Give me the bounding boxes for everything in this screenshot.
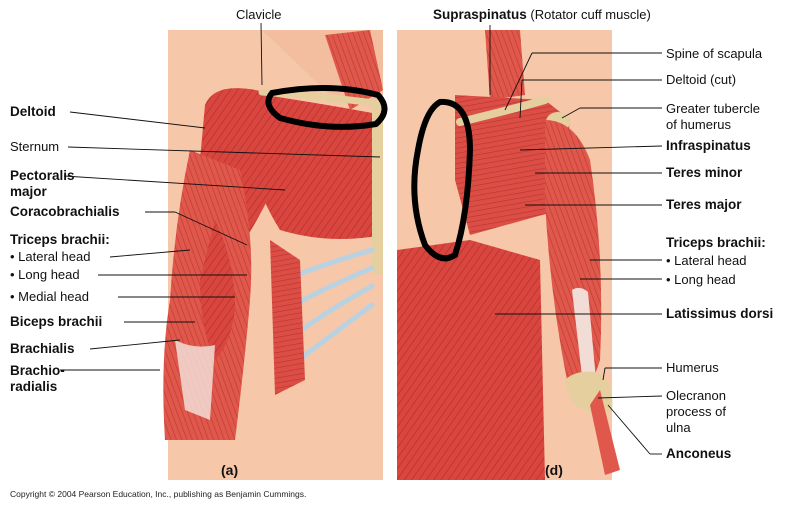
biceps-muscle bbox=[200, 220, 235, 360]
label-deltoid: Deltoid bbox=[10, 104, 56, 119]
label-greater-tubercle-line2: of humerus bbox=[666, 117, 732, 132]
serratus-muscle bbox=[270, 240, 305, 395]
label-supraspinatus-name: Supraspinatus bbox=[433, 7, 527, 22]
highlight-oval-scapula bbox=[411, 98, 474, 262]
label-olecranon-line3: ulna bbox=[666, 420, 691, 435]
panel-tag-d: (d) bbox=[545, 462, 563, 478]
leader-lines-d bbox=[489, 25, 663, 455]
panel-tag-a: (a) bbox=[221, 462, 239, 478]
label-teres-major: Teres major bbox=[666, 197, 742, 212]
label-clavicle: Clavicle bbox=[236, 7, 282, 22]
label-biceps-brachii: Biceps brachii bbox=[10, 314, 103, 329]
label-brachioradialis-line1: Brachio- bbox=[10, 363, 65, 378]
pectoralis-major-muscle bbox=[250, 95, 383, 239]
label-lateral-head-a: • Lateral head bbox=[10, 249, 91, 264]
latissimus-dorsi-muscle bbox=[397, 240, 545, 480]
spine-of-scapula bbox=[456, 96, 549, 126]
label-humerus: Humerus bbox=[666, 360, 719, 375]
label-latissimus-dorsi: Latissimus dorsi bbox=[666, 306, 774, 321]
label-long-head-a: • Long head bbox=[10, 267, 80, 282]
label-teres-minor: Teres minor bbox=[666, 165, 743, 180]
label-brachioradialis-line2: radialis bbox=[10, 379, 58, 394]
highlight-oval-clavicle bbox=[265, 84, 388, 130]
sternum-bone bbox=[372, 104, 383, 274]
panel-d-posterior-view bbox=[397, 25, 663, 480]
anconeus-muscle bbox=[590, 390, 620, 475]
elbow-tendon bbox=[175, 340, 215, 420]
rotator-cuff-region bbox=[455, 95, 570, 235]
label-triceps-title-d: Triceps brachii: bbox=[666, 235, 766, 250]
label-infraspinatus: Infraspinatus bbox=[666, 138, 751, 153]
triceps-tendon bbox=[572, 287, 596, 385]
label-coracobrachialis: Coracobrachialis bbox=[10, 204, 120, 219]
label-supraspinatus-note: (Rotator cuff muscle) bbox=[530, 7, 651, 22]
label-sternum: Sternum bbox=[10, 139, 60, 154]
label-anconeus: Anconeus bbox=[666, 446, 732, 461]
label-olecranon-line1: Olecranon bbox=[666, 388, 726, 403]
label-pectoralis-line1: Pectoralis bbox=[10, 168, 75, 183]
label-olecranon-line2: process of bbox=[666, 404, 726, 419]
label-greater-tubercle-line1: Greater tubercle bbox=[666, 101, 760, 116]
leader-lines-a bbox=[60, 22, 381, 371]
label-supraspinatus: Supraspinatus (Rotator cuff muscle) bbox=[433, 7, 651, 23]
panel-a-anterior-view bbox=[60, 22, 388, 480]
label-deltoid-cut: Deltoid (cut) bbox=[666, 72, 737, 87]
label-pectoralis-line2: major bbox=[10, 184, 47, 199]
label-brachialis: Brachialis bbox=[10, 341, 75, 356]
label-triceps-title-a: Triceps brachii: bbox=[10, 232, 110, 247]
label-medial-head: • Medial head bbox=[10, 289, 89, 304]
copyright-notice: Copyright © 2004 Pearson Education, Inc.… bbox=[10, 489, 307, 499]
trapezius-muscle bbox=[485, 30, 525, 100]
label-lateral-head-d: • Lateral head bbox=[666, 253, 747, 268]
label-spine-of-scapula: Spine of scapula bbox=[666, 46, 763, 61]
label-long-head-d: • Long head bbox=[666, 272, 736, 287]
